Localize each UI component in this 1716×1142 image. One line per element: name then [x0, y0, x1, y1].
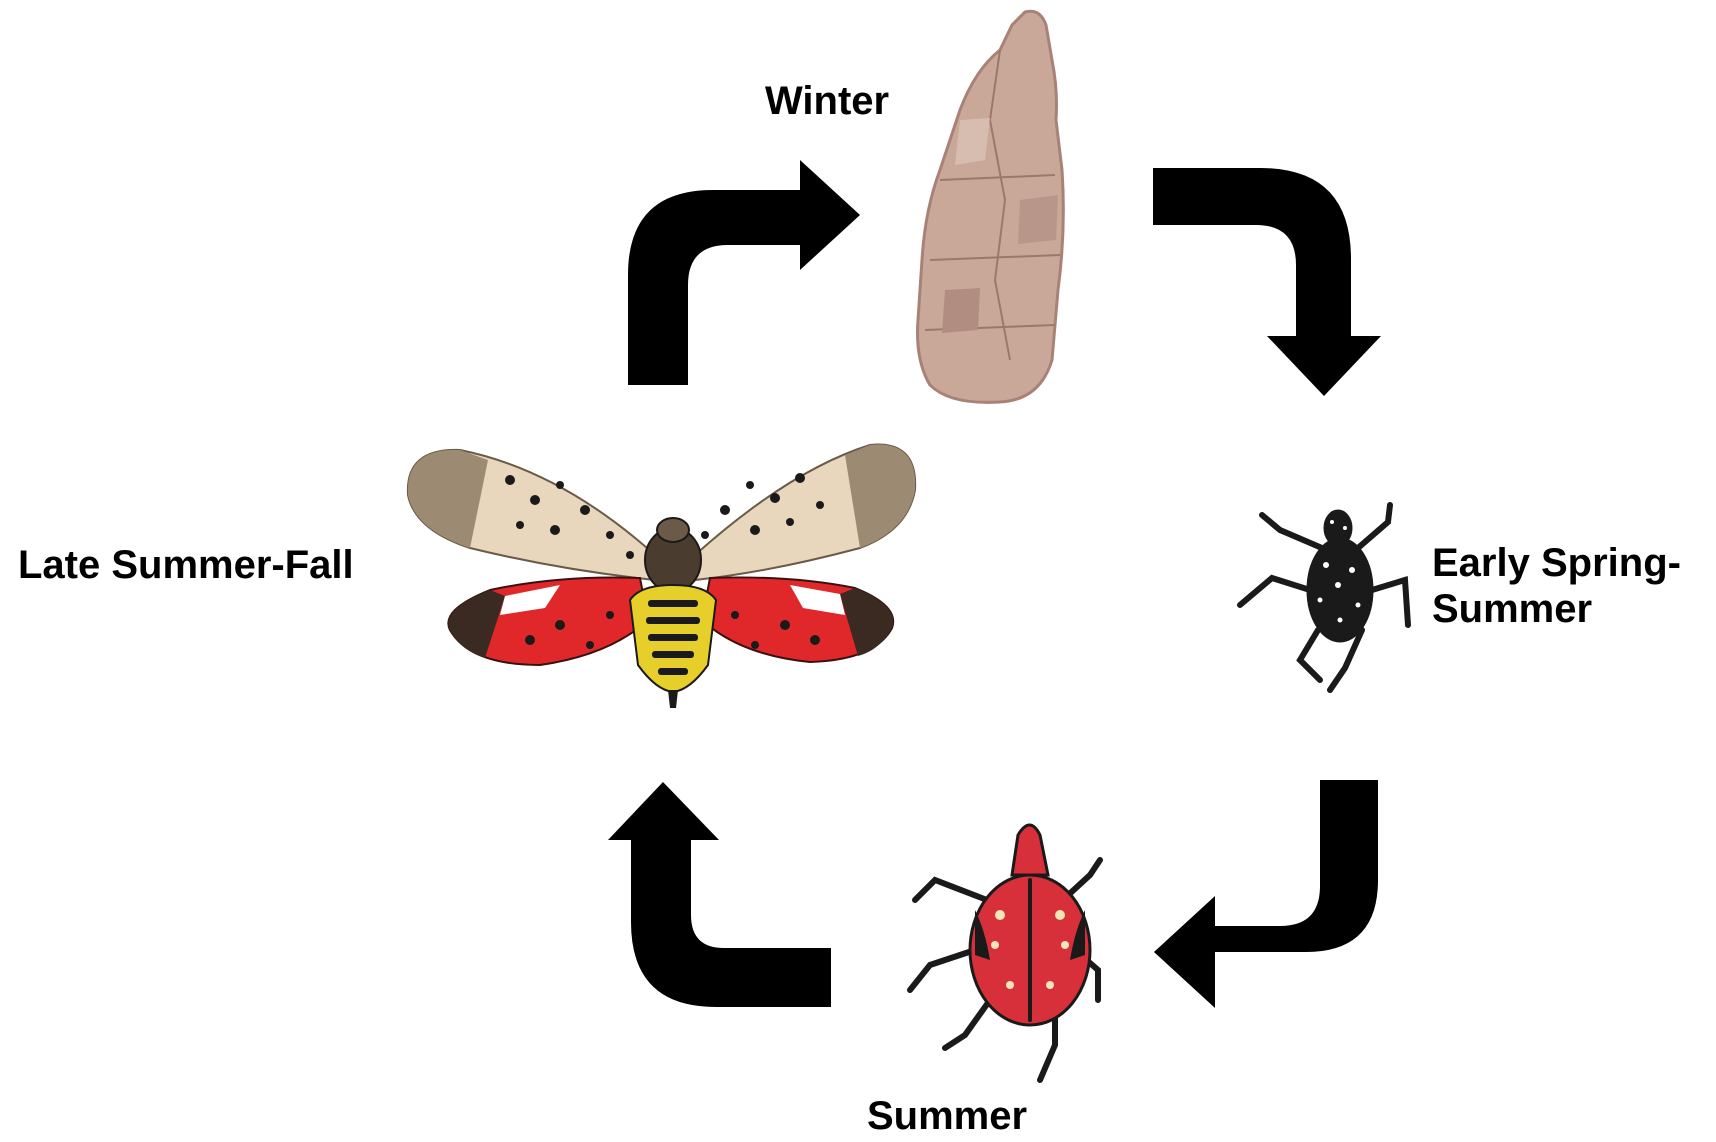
winter-label: Winter [765, 78, 889, 124]
summer-label: Summer [867, 1093, 1027, 1139]
arrow-late-nymph-to-adult [608, 782, 831, 1007]
early-spring-label-line1: Early Spring- [1432, 540, 1681, 586]
early-spring-summer-label: Early Spring- Summer [1432, 540, 1681, 632]
arrow-egg-to-early-nymph [1153, 168, 1381, 396]
egg-mass-illustration [918, 11, 1064, 402]
black-nymph-illustration [1240, 505, 1408, 690]
arrow-early-nymph-to-late-nymph [1154, 780, 1378, 1008]
red-nymph-illustration [910, 825, 1100, 1080]
late-summer-fall-label: Late Summer-Fall [18, 542, 354, 588]
early-spring-label-line2: Summer [1432, 586, 1681, 632]
arrow-adult-to-egg [628, 160, 860, 385]
adult-lanternfly-illustration [408, 445, 915, 708]
